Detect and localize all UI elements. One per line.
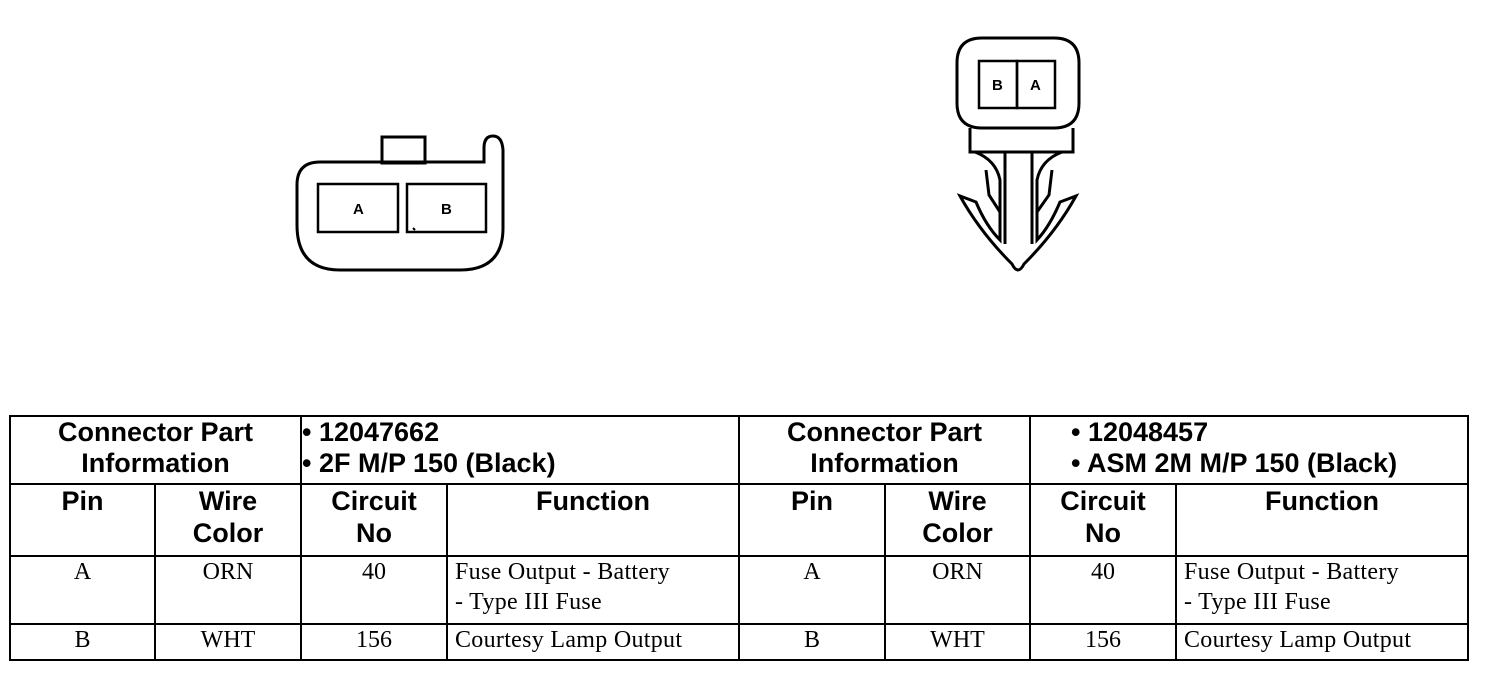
connector-right-drawing <box>955 36 1081 272</box>
col-head-function: Function <box>1175 483 1469 557</box>
cell-circuit: 156 <box>1029 623 1177 661</box>
cell-pin: B <box>738 623 886 661</box>
connector-left-body <box>295 134 505 272</box>
info-label-line: Information <box>81 448 230 478</box>
info-label-line: Connector Part <box>57 417 254 447</box>
connector-right-pin-a-label: A <box>1030 77 1041 94</box>
connector-left-pin-a-label: A <box>353 201 364 218</box>
connector-right-barb-right <box>1035 169 1054 213</box>
table-header-row: Connector Part Information • 12047662 • … <box>9 415 1469 485</box>
connector-right-retainer-stem <box>1003 152 1034 244</box>
cell-wire-color: ORN <box>884 555 1031 625</box>
cell-pin: A <box>9 555 156 625</box>
cell-circuit: 156 <box>300 623 448 661</box>
connector-pinout-table: Connector Part Information • 12047662 • … <box>9 415 1469 661</box>
connector-drawings-svg: A B B A <box>295 36 1081 272</box>
connector-left-latch <box>380 135 427 165</box>
connector-diagrams: A B B A <box>295 36 1081 272</box>
connector-left-part-info: • 12047662 • 2F M/P 150 (Black) <box>300 415 740 485</box>
cell-function: Fuse Output - Battery- Type III Fuse <box>1175 555 1469 625</box>
connector-right-retainer-base <box>968 128 1075 154</box>
connector-right-barb-left <box>984 169 1002 213</box>
info-label-line: Connector Part <box>786 417 983 447</box>
part-number: • 12047662 <box>302 417 440 447</box>
cell-wire-color: ORN <box>154 555 302 625</box>
cell-wire-color: WHT <box>884 623 1031 661</box>
cell-circuit: 40 <box>300 555 448 625</box>
connector-right-retainer-wings <box>956 150 1080 272</box>
part-description: • 2F M/P 150 (Black) <box>302 448 556 478</box>
table-row: B WHT 156 Courtesy Lamp Output B WHT 156… <box>9 623 1469 661</box>
cell-pin: A <box>738 555 886 625</box>
info-label-line: Information <box>810 448 959 478</box>
cell-function: Courtesy Lamp Output <box>1175 623 1469 661</box>
part-description: • ASM 2M M/P 150 (Black) <box>1071 448 1398 478</box>
connector-left-drawing <box>295 134 505 272</box>
col-head-pin: Pin <box>738 483 886 557</box>
connector-right-cavity-a <box>1015 59 1057 110</box>
connector-right-body <box>955 36 1081 130</box>
connector-left-info-label: Connector Part Information <box>9 415 302 485</box>
connector-right-pin-b-label: B <box>992 77 1003 94</box>
cell-function: Courtesy Lamp Output <box>446 623 740 661</box>
col-head-pin: Pin <box>9 483 156 557</box>
connector-left-pin-b-label: B <box>441 201 452 218</box>
cell-pin: B <box>9 623 156 661</box>
connector-left-cavity-a <box>316 182 400 234</box>
connector-right-part-info: • 12048457 • ASM 2M M/P 150 (Black) <box>1029 415 1469 485</box>
table-row: A ORN 40 Fuse Output - Battery- Type III… <box>9 555 1469 625</box>
connector-left-cavity-b <box>405 182 488 234</box>
connector-right-info-label: Connector Part Information <box>738 415 1031 485</box>
cell-circuit: 40 <box>1029 555 1177 625</box>
cell-function: Fuse Output - Battery- Type III Fuse <box>446 555 740 625</box>
part-number: • 12048457 <box>1071 417 1209 447</box>
col-head-function: Function <box>446 483 740 557</box>
cell-wire-color: WHT <box>154 623 302 661</box>
